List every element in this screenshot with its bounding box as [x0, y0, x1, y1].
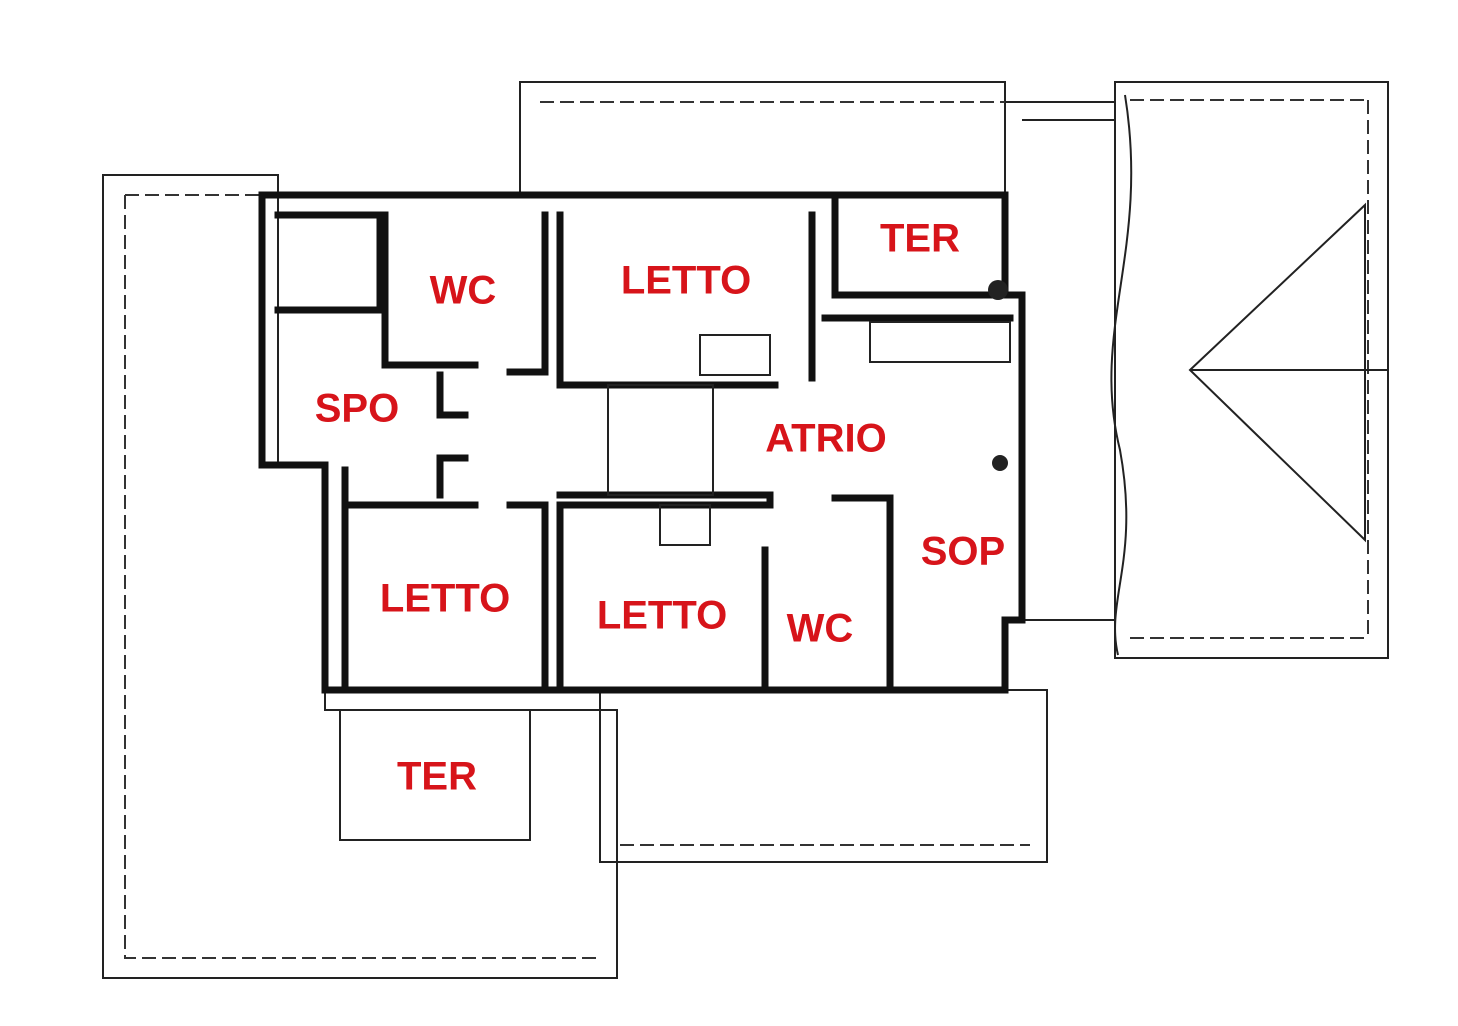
bottom-terrace	[599, 689, 1048, 863]
room-label-atrio: ATRIO	[765, 417, 886, 461]
room-label-wc: WC	[787, 607, 854, 651]
room-label-spo: SPO	[315, 387, 399, 431]
top-terrace	[519, 81, 1006, 196]
room-label-letto: LETTO	[380, 577, 510, 621]
room-label-ter: TER	[397, 755, 477, 799]
column-icon	[992, 455, 1008, 471]
room-label-wc: WC	[430, 269, 497, 313]
column-icon	[988, 280, 1008, 300]
room-label-sop: SOP	[921, 530, 1005, 574]
house-walls	[258, 191, 1026, 694]
room-label-ter: TER	[880, 217, 960, 261]
right-roof	[1005, 81, 1389, 659]
staircase	[607, 321, 1011, 546]
left-terrace	[102, 174, 618, 979]
room-label-letto: LETTO	[597, 594, 727, 638]
bottom-ter-outline	[339, 709, 531, 841]
room-label-letto: LETTO	[621, 259, 751, 303]
